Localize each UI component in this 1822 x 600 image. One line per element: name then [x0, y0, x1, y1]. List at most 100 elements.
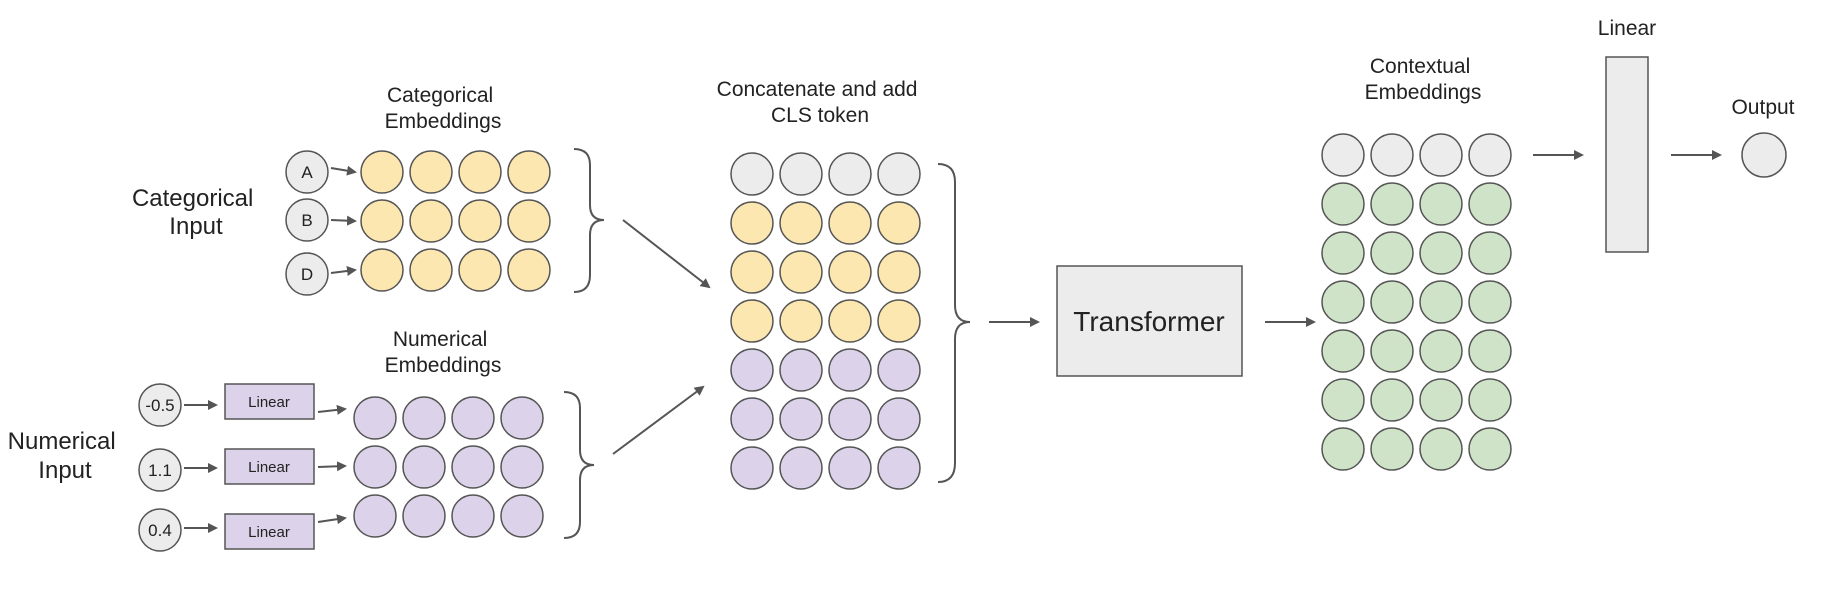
embedding-contextual-token — [1370, 378, 1414, 422]
embedding-contextual-token — [1321, 280, 1365, 324]
output-node — [1741, 132, 1787, 178]
categorical-input-label: Categorical Input — [132, 185, 260, 240]
embedding-numerical-token — [730, 397, 774, 441]
embedding-numerical-token — [451, 494, 495, 538]
embedding-numerical-token — [451, 396, 495, 440]
svg-text:0.4: 0.4 — [148, 521, 172, 540]
embedding-numerical-token — [402, 445, 446, 489]
embedding-contextual-token — [1321, 427, 1365, 471]
embedding-categorical-token — [779, 201, 823, 245]
numerical-embeddings-label: Numerical Embeddings — [385, 328, 502, 377]
svg-text:D: D — [301, 265, 313, 284]
embedding-numerical-token — [730, 348, 774, 392]
embedding-categorical-token — [877, 201, 921, 245]
embedding-categorical-token — [360, 199, 404, 243]
svg-text:Linear: Linear — [248, 524, 290, 541]
embedding-categorical-token — [828, 250, 872, 294]
embedding-numerical-token — [402, 494, 446, 538]
embedding-numerical-token — [779, 397, 823, 441]
categorical-embedding-grid — [360, 150, 551, 292]
embedding-numerical-token — [451, 445, 495, 489]
embedding-categorical-token — [458, 248, 502, 292]
svg-text:Linear: Linear — [248, 394, 290, 411]
embedding-cls-token — [1419, 133, 1463, 177]
embedding-categorical-token — [409, 248, 453, 292]
concat-brace — [937, 163, 971, 483]
embedding-contextual-token — [1468, 280, 1512, 324]
embedding-contextual-token — [1419, 329, 1463, 373]
embedding-numerical-token — [353, 396, 397, 440]
embedding-cls-token — [779, 152, 823, 196]
embedding-cls-token — [877, 152, 921, 196]
final-linear-layer — [1605, 56, 1649, 253]
embedding-contextual-token — [1419, 378, 1463, 422]
embedding-numerical-token — [730, 446, 774, 490]
embedding-contextual-token — [1370, 280, 1414, 324]
embedding-cls-token — [828, 152, 872, 196]
numerical-brace — [563, 391, 595, 539]
concatenated-embedding-grid — [730, 152, 921, 490]
embedding-contextual-token — [1321, 378, 1365, 422]
embedding-cls-token — [1370, 133, 1414, 177]
embedding-categorical-token — [409, 199, 453, 243]
embedding-contextual-token — [1419, 427, 1463, 471]
svg-text:1.1: 1.1 — [148, 461, 172, 480]
embedding-categorical-token — [779, 250, 823, 294]
arrows — [184, 150, 1722, 533]
embedding-numerical-token — [877, 397, 921, 441]
embedding-contextual-token — [1419, 280, 1463, 324]
embedding-cls-token — [730, 152, 774, 196]
embedding-contextual-token — [1468, 378, 1512, 422]
embedding-categorical-token — [507, 199, 551, 243]
embedding-numerical-token — [500, 396, 544, 440]
output-label: Output — [1731, 96, 1794, 119]
categorical-embeddings-label: Categorical Embeddings — [385, 84, 502, 133]
embedding-contextual-token — [1321, 182, 1365, 226]
embedding-numerical-token — [828, 446, 872, 490]
embedding-numerical-token — [828, 397, 872, 441]
categorical-brace — [573, 148, 605, 293]
svg-text:A: A — [301, 163, 313, 182]
embedding-numerical-token — [402, 396, 446, 440]
svg-text:Transformer: Transformer — [1073, 306, 1224, 337]
embedding-contextual-token — [1468, 427, 1512, 471]
categorical-input-node: B — [285, 198, 329, 242]
embedding-categorical-token — [828, 299, 872, 343]
embedding-cls-token — [1321, 133, 1365, 177]
concat-label: Concatenate and add CLS token — [717, 78, 924, 127]
embedding-numerical-token — [828, 348, 872, 392]
svg-text:B: B — [301, 211, 312, 230]
embedding-categorical-token — [507, 150, 551, 194]
embedding-categorical-token — [507, 248, 551, 292]
categorical-input-node: D — [285, 252, 329, 296]
contextual-embeddings-label: Contextual Embeddings — [1365, 55, 1482, 104]
embedding-contextual-token — [1321, 231, 1365, 275]
embedding-numerical-token — [779, 446, 823, 490]
embedding-numerical-token — [500, 494, 544, 538]
embedding-contextual-token — [1468, 329, 1512, 373]
embedding-numerical-token — [500, 445, 544, 489]
embedding-numerical-token — [353, 445, 397, 489]
embedding-contextual-token — [1468, 231, 1512, 275]
numerical-input-node: 0.4 — [138, 508, 182, 552]
embedding-contextual-token — [1419, 182, 1463, 226]
embedding-categorical-token — [730, 299, 774, 343]
embedding-contextual-token — [1321, 329, 1365, 373]
embedding-contextual-token — [1419, 231, 1463, 275]
numerical-embedding-grid — [353, 396, 544, 538]
numerical-input-node: -0.5 — [138, 383, 182, 427]
embedding-categorical-token — [458, 150, 502, 194]
embedding-numerical-token — [779, 348, 823, 392]
embedding-cls-token — [1468, 133, 1512, 177]
embedding-numerical-token — [353, 494, 397, 538]
embedding-categorical-token — [360, 248, 404, 292]
embedding-categorical-token — [730, 250, 774, 294]
embedding-contextual-token — [1370, 427, 1414, 471]
categorical-input-node: A — [285, 150, 329, 194]
embedding-categorical-token — [828, 201, 872, 245]
embedding-numerical-token — [877, 446, 921, 490]
numerical-linear-box: Linear — [224, 448, 315, 485]
numerical-input-label: Numerical Input — [8, 428, 123, 484]
numerical-linear-box: Linear — [224, 383, 315, 420]
